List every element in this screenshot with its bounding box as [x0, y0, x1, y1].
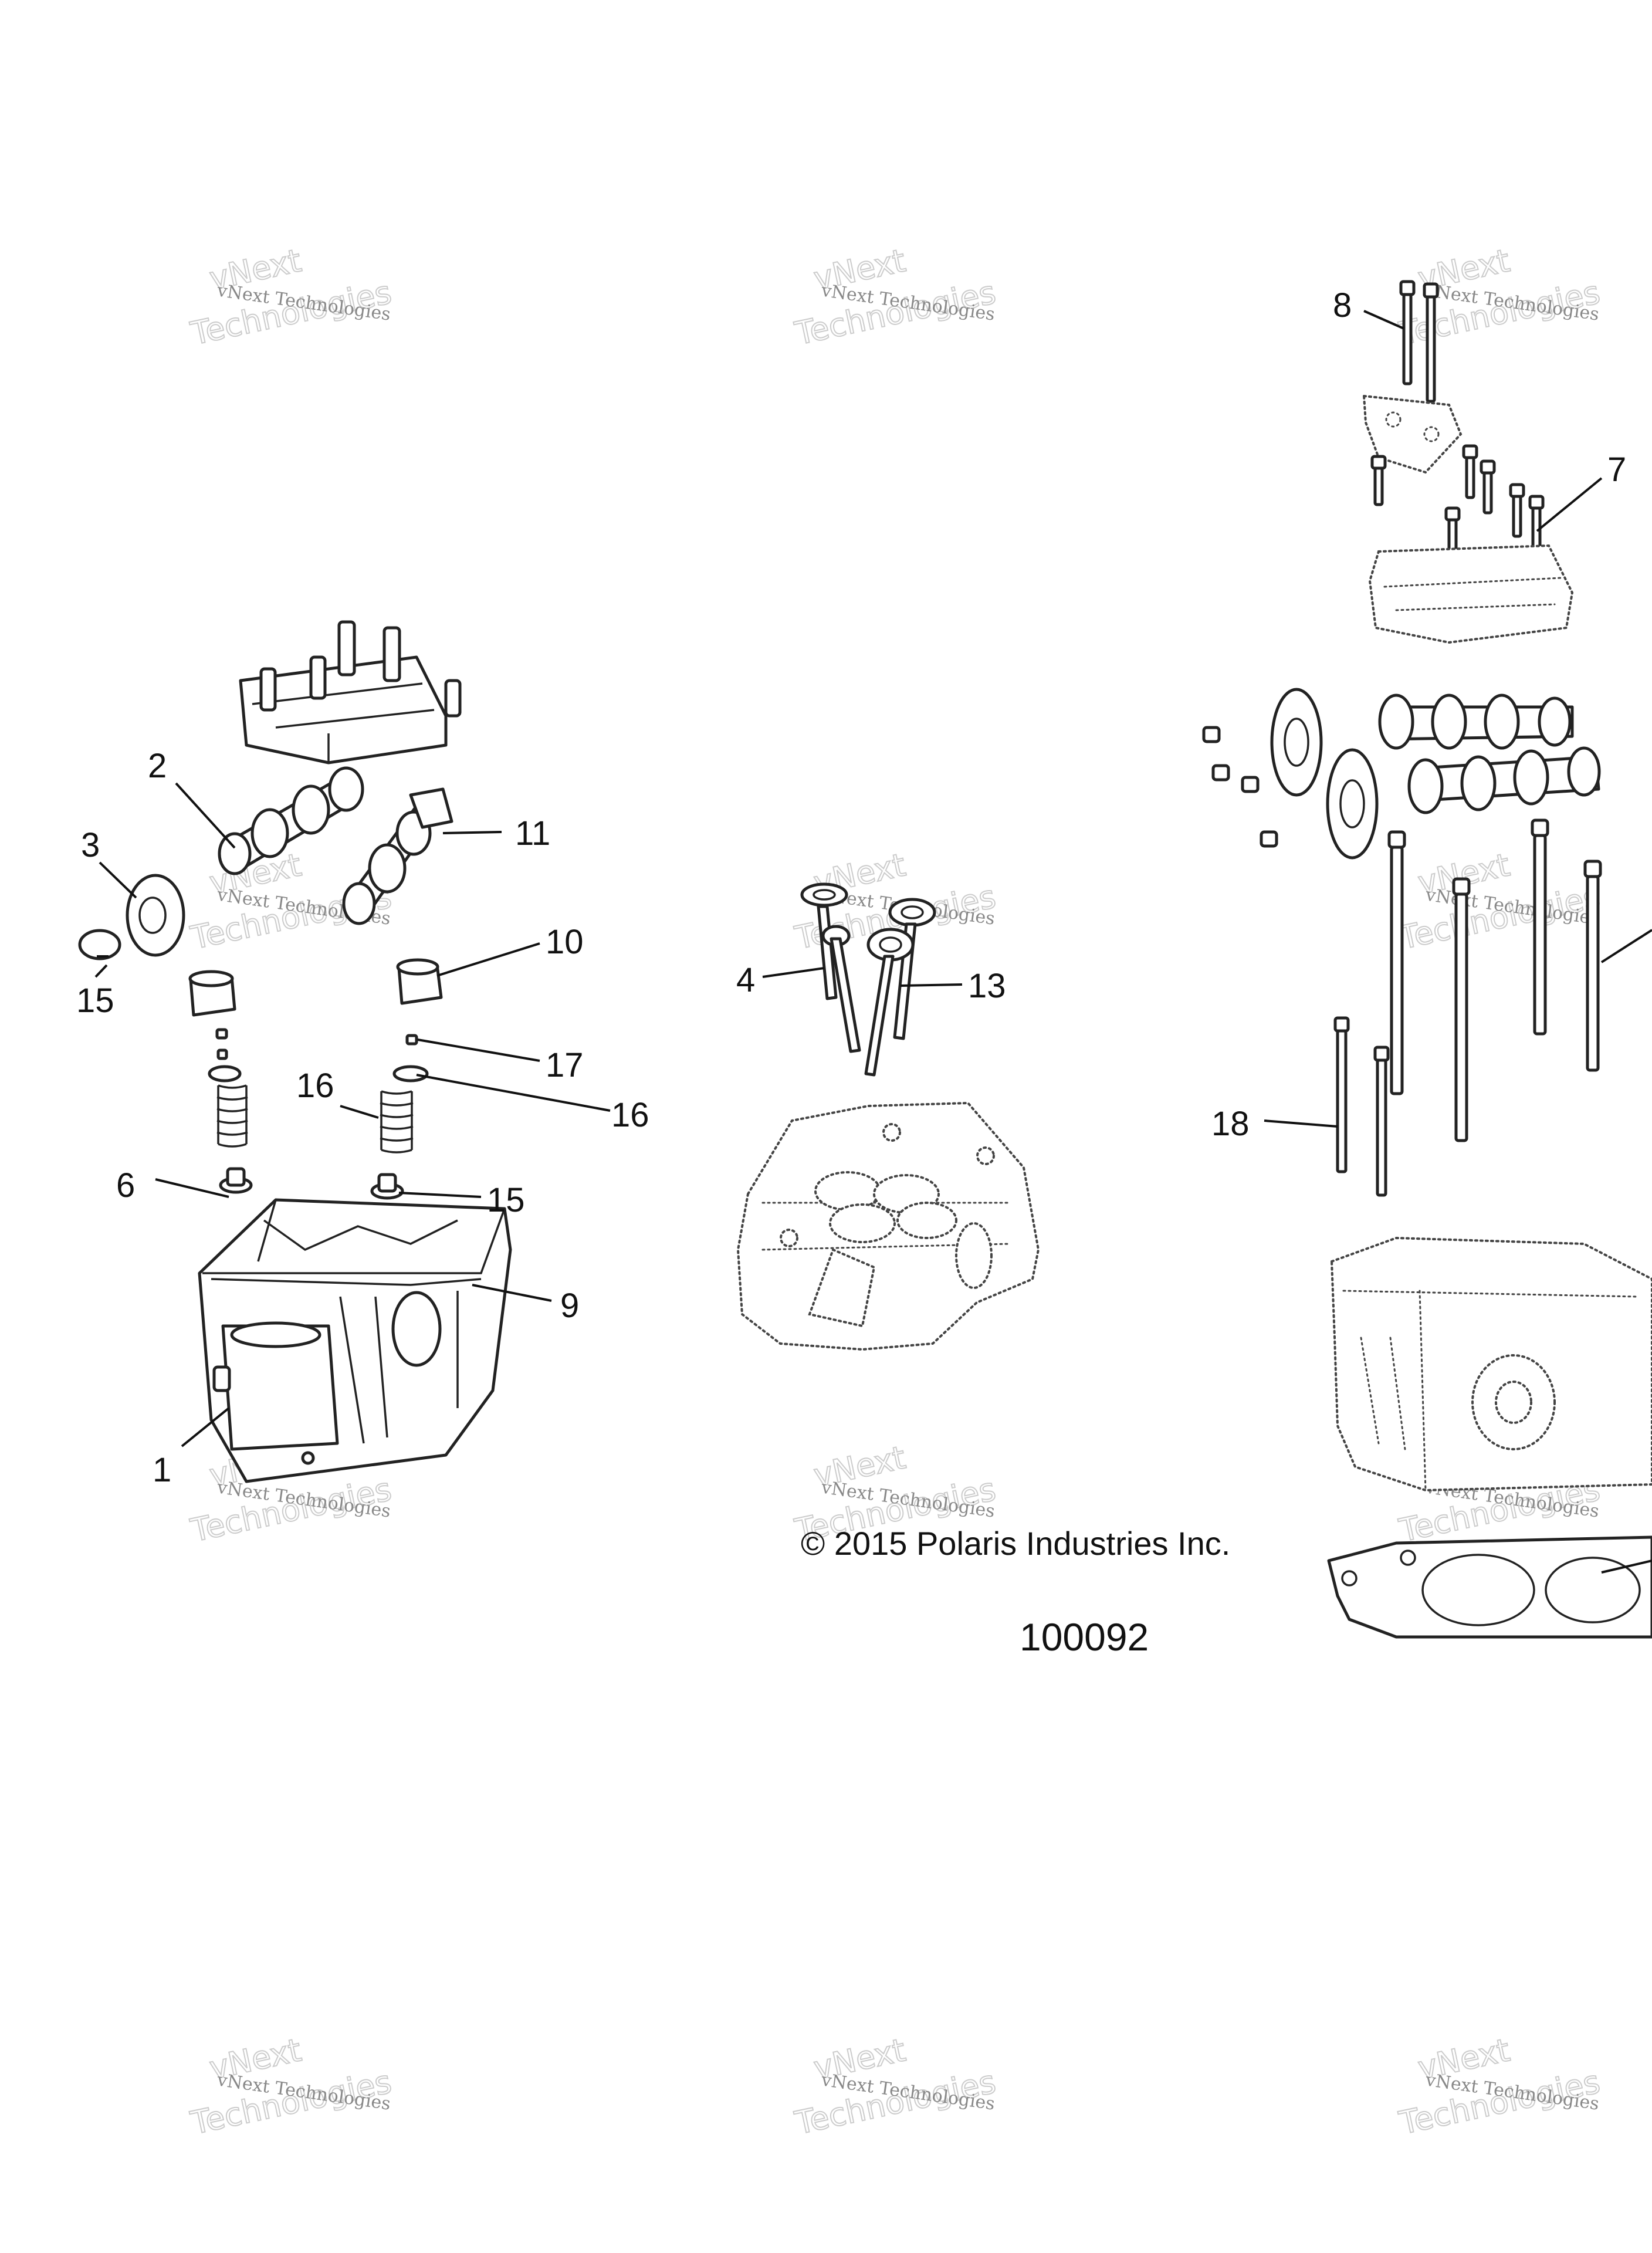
callout-9: 9 [560, 1287, 579, 1325]
cylinder-head-underside-icon [736, 1101, 1040, 1351]
valve-icon [800, 882, 861, 1053]
callout-2: 2 [148, 747, 167, 785]
valve-spring-icon [216, 1084, 248, 1148]
callout-17: 17 [546, 1046, 584, 1084]
watermark: Technologies vNext vNext Technologies [187, 241, 395, 353]
watermark: Technologies vNext vNext Technologies [187, 2031, 395, 2142]
camshaft-icon [342, 787, 453, 925]
callout-3: 3 [81, 826, 100, 864]
gasket-icon [1327, 1535, 1652, 1639]
callout-13: 15 [487, 1181, 525, 1219]
camshaft-icon [218, 766, 364, 875]
callout-11: 11 [515, 814, 550, 853]
bolt-icon [1202, 726, 1278, 848]
bracket-icon [1362, 394, 1463, 474]
valve-seal-icon [219, 1167, 404, 1200]
valve-keeper-icon [208, 1028, 429, 1082]
callout-16: 16 [296, 1067, 334, 1105]
bolt-icon [1333, 1016, 1390, 1197]
valve-icon [864, 898, 936, 1077]
watermark: Technologies vNext vNext Technologies [1395, 2031, 1603, 2142]
tappet-icon [188, 970, 236, 1017]
cam-carrier-right [1368, 544, 1574, 644]
callout-8: 8 [1333, 286, 1352, 324]
circlip-icon [78, 929, 121, 960]
cylinder-icon [1330, 1236, 1652, 1492]
cam-carrier-left [239, 620, 462, 764]
camshaft-icon [1407, 746, 1601, 814]
callout-6: 6 [116, 1166, 135, 1205]
bolt-icon [1387, 818, 1602, 1142]
tappet-icon [396, 958, 443, 1005]
callout-12: 13 [968, 967, 1006, 1005]
watermark: Technologies vNext vNext Technologies [1395, 845, 1603, 957]
valve-spring-icon [380, 1090, 414, 1153]
watermark: Technologies vNext vNext Technologies [791, 2031, 999, 2142]
camshaft-icon [1378, 694, 1574, 750]
watermark: Technologies vNext vNext Technologies [791, 241, 999, 353]
leader-lines [94, 310, 1652, 1574]
callout-4: 4 [736, 961, 755, 999]
cam-gear-icon [126, 874, 185, 957]
callout-1: 1 [153, 1451, 171, 1489]
callout-10: 10 [546, 923, 584, 961]
cam-gear-icon [1270, 688, 1379, 860]
callouts: 2 3 15 11 10 17 16 16 6 15 9 1 4 13 8 7 … [76, 286, 1626, 1489]
callout-15: 15 [76, 982, 114, 1020]
callout-7: 7 [1607, 451, 1626, 489]
bolt-icon [1399, 280, 1439, 403]
figure-number: 100092 [1020, 1615, 1149, 1659]
cylinder-head-icon [198, 1198, 512, 1483]
callout-14: 16 [611, 1096, 649, 1134]
copyright-notice: © 2015 Polaris Industries Inc. [801, 1525, 1231, 1562]
callout-18: 18 [1211, 1105, 1250, 1143]
